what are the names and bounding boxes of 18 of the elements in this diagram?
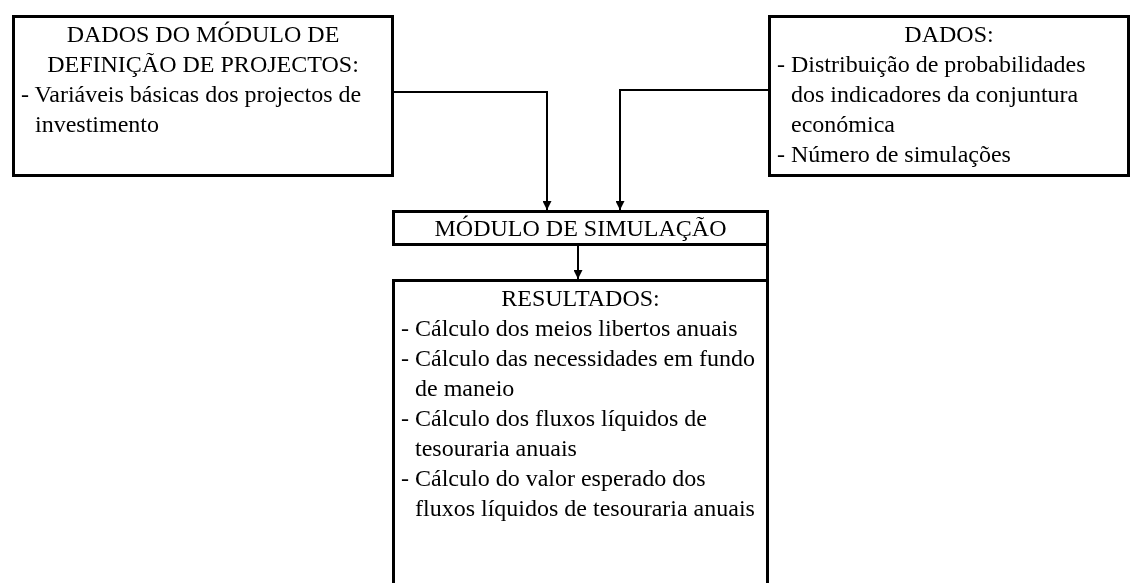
bullet-item: - Número de simulações: [777, 140, 1012, 169]
box-heading: MÓDULO DE SIMULAÇÃO: [433, 214, 728, 243]
bullet-item: - Variáveis básicas dos projectos de investimento: [21, 80, 363, 139]
arrow: [393, 91, 552, 211]
bullet-item: - Cálculo das necessidades em fundo de maneio: [401, 344, 756, 403]
box-heading: DADOS:: [903, 20, 995, 49]
box-heading: DADOS DO MÓDULO DE DEFINIÇÃO DE PROJECTOS:: [46, 20, 360, 79]
bullet-item: - Cálculo do valor esperado dos fluxos líquidos de tesouraria anuais: [401, 464, 756, 523]
arrow: [573, 245, 583, 280]
data-box: [392, 279, 769, 583]
bullet-item: - Cálculo dos fluxos líquidos de tesouraria anuais: [401, 404, 708, 463]
data-box: [12, 15, 394, 177]
data-box: [768, 15, 1130, 177]
process-box: [392, 210, 769, 246]
arrow: [615, 89, 769, 211]
bullet-item: - Distribuição de probabilidades dos indicadores da conjuntura económica: [777, 50, 1087, 139]
bullet-item: - Cálculo dos meios libertos anuais: [401, 314, 739, 343]
box-heading: RESULTADOS:: [500, 284, 661, 313]
